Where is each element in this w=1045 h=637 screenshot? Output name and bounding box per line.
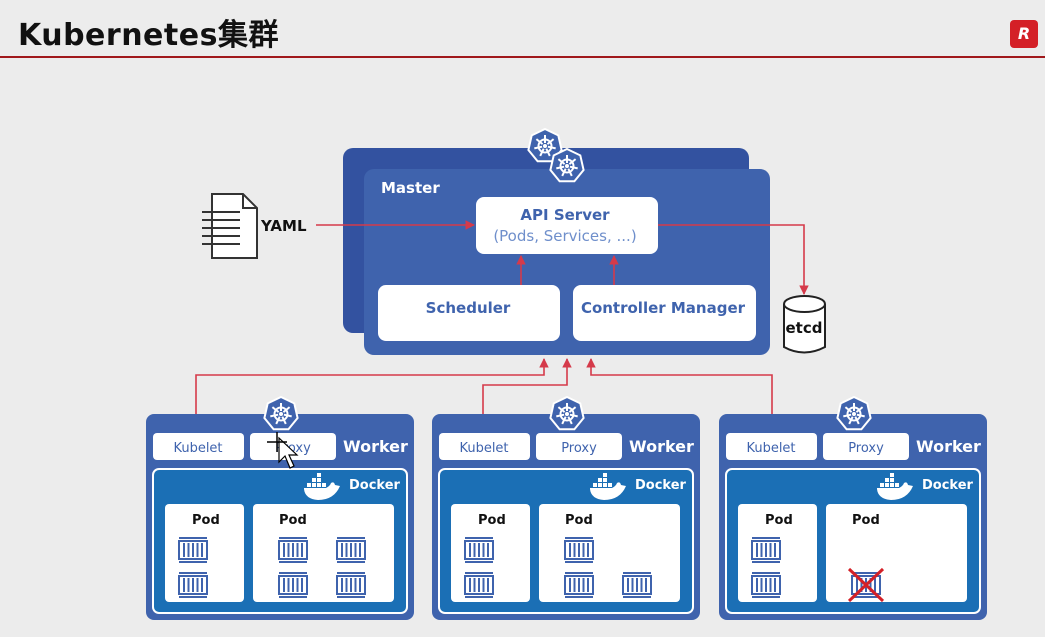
brand-logo: R <box>1010 20 1038 48</box>
pod: Pod <box>738 504 817 602</box>
yaml-file: YAML <box>202 193 307 259</box>
pod-box <box>826 504 967 602</box>
kubelet-box <box>153 433 244 460</box>
worker2-api-arrow <box>478 358 572 434</box>
pod: Pod <box>826 504 967 603</box>
kubernetes-icon <box>836 396 872 431</box>
pod: Pod <box>539 504 680 602</box>
pod-label: Pod <box>565 513 593 528</box>
container-icon <box>564 537 594 563</box>
container-icon <box>278 572 308 598</box>
container-icon <box>336 572 366 598</box>
controller-manager-box <box>573 285 756 341</box>
pod-box <box>165 504 244 602</box>
pod-box <box>738 504 817 602</box>
pod-box <box>539 504 680 602</box>
etcd-store: etcd <box>783 295 826 354</box>
page-title: Kubernetes集群 <box>18 18 279 53</box>
pod-label: Pod <box>478 513 506 528</box>
scheduler-label: Scheduler <box>426 299 511 317</box>
kubernetes-icon <box>549 396 585 431</box>
failed-cross-icon <box>847 567 885 603</box>
kubernetes-icon <box>263 396 299 431</box>
container-icon <box>178 537 208 563</box>
pod-label: Pod <box>192 513 220 528</box>
connection-arrows <box>191 220 809 434</box>
pod-label: Pod <box>852 513 880 528</box>
proxy-box <box>823 433 909 460</box>
pod-label: Pod <box>765 513 793 528</box>
api-server-box <box>476 197 658 254</box>
proxy-box <box>536 433 622 460</box>
api-server-subtitle: (Pods, Services, ...) <box>493 227 636 245</box>
worker-label: Worker <box>343 437 408 456</box>
pod-box <box>253 504 394 602</box>
container-icon <box>336 537 366 563</box>
proxy-label: Proxy <box>848 441 884 456</box>
controller-manager-label: Controller Manager <box>581 299 746 317</box>
container-icon <box>622 572 652 598</box>
proxy-box <box>250 433 336 460</box>
docker-label: Docker <box>922 478 974 493</box>
master-label: Master <box>381 179 440 197</box>
container-icon <box>178 572 208 598</box>
pod: Pod <box>451 504 530 602</box>
kubelet-label: Kubelet <box>459 441 508 456</box>
kubelet-box <box>726 433 817 460</box>
title-divider <box>0 56 1045 58</box>
cross-stroke <box>847 567 885 603</box>
pod-box <box>451 504 530 602</box>
container-icon <box>751 537 781 563</box>
pod-label: Pod <box>279 513 307 528</box>
yaml-label: YAML <box>260 217 307 235</box>
api-server-title: API Server <box>520 206 610 224</box>
etcd-label: etcd <box>786 319 823 337</box>
container-icon <box>278 537 308 563</box>
worker3-api-arrow <box>586 358 777 434</box>
database-icon <box>783 295 826 354</box>
docker-label: Docker <box>349 478 401 493</box>
container-icon <box>464 537 494 563</box>
kubelet-label: Kubelet <box>173 441 222 456</box>
document-icon <box>202 193 258 259</box>
api-to-etcd-arrow <box>658 224 809 295</box>
container-icon <box>751 572 781 598</box>
master-node: Master API Server (Pods, Services, ...) … <box>343 128 770 355</box>
pod: Pod <box>165 504 244 602</box>
worker-label: Worker <box>629 437 694 456</box>
pod: Pod <box>253 504 394 602</box>
proxy-label: Proxy <box>561 441 597 456</box>
kubernetes-icon <box>549 148 585 183</box>
worker-label: Worker <box>916 437 981 456</box>
scheduler-box <box>378 285 560 341</box>
docker-label: Docker <box>635 478 687 493</box>
move-cursor-icon <box>267 432 299 469</box>
kubelet-label: Kubelet <box>746 441 795 456</box>
container-icon <box>464 572 494 598</box>
container-icon <box>564 572 594 598</box>
kubelet-box <box>439 433 530 460</box>
